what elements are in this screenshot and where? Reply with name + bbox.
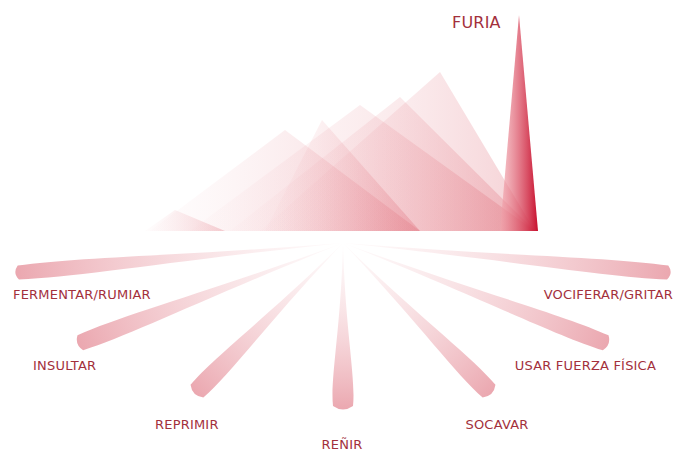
expression-label: REPRIMIR [155,417,219,433]
peak-label: FURIA [452,13,501,33]
expression-petals [15,235,672,410]
intensity-peaks [145,15,538,231]
expression-label: SOCAVAR [465,417,528,433]
expression-label: VOCIFERAR/GRITAR [544,287,673,303]
expression-label: REÑIR [322,437,363,453]
expression-label: FERMENTAR/RUMIAR [13,287,151,303]
expression-label: INSULTAR [33,358,96,374]
expression-label: USAR FUERZA FÍSICA [515,358,656,374]
